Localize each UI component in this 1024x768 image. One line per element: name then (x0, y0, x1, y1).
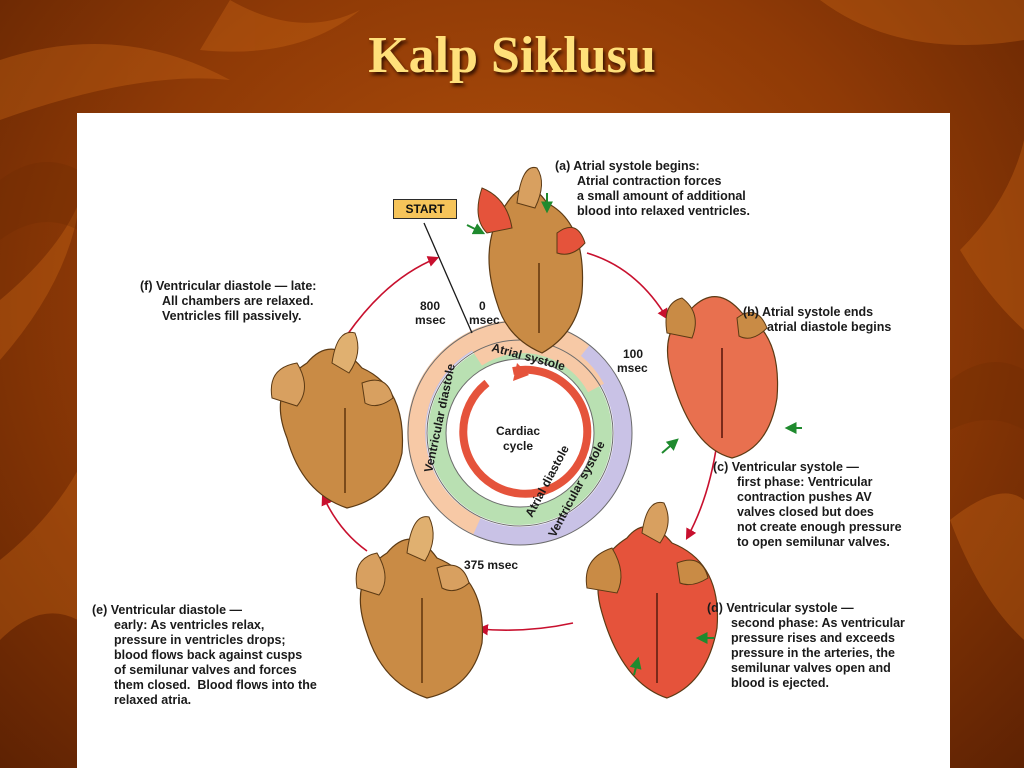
time-100-unit: msec (617, 361, 648, 375)
caption-d-body: second phase: As ventricular pressure ri… (731, 616, 905, 690)
center-cycle-arrow (459, 365, 592, 498)
caption-e-heading: (e) Ventricular diastole — (92, 603, 243, 617)
start-pointer-line (423, 222, 473, 334)
caption-a-heading: (a) Atrial systole begins: (555, 159, 700, 173)
time-0-unit: msec (469, 313, 500, 327)
cardiac-cycle-diagram: Atrial systole Ventricular diastole Atri… (77, 113, 950, 768)
arrow-a-to-b (586, 252, 669, 320)
caption-f-body: All chambers are relaxed. Ventricles fil… (162, 294, 314, 323)
time-800-value: 800 (420, 299, 440, 313)
heart-a (466, 166, 586, 354)
caption-f: (f) Ventricular diastole — late: All cha… (140, 279, 316, 324)
arrow-e-to-f (321, 493, 368, 552)
diagram-graphics: Atrial systole Ventricular diastole Atri… (270, 166, 802, 699)
time-100-value: 100 (623, 347, 643, 361)
caption-d: (d) Ventricular systole — second phase: … (707, 601, 905, 691)
center-label-line2: cycle (503, 439, 533, 453)
heart-d (585, 501, 719, 699)
caption-a: (a) Atrial systole begins: Atrial contra… (555, 159, 750, 219)
caption-f-heading: (f) Ventricular diastole — late: (140, 279, 317, 293)
start-label: START (393, 199, 457, 219)
caption-d-heading: (d) Ventricular systole — (707, 601, 854, 615)
caption-c-body: first phase: Ventricular contraction pus… (737, 475, 902, 549)
heart-e (355, 516, 484, 699)
arrow-b-to-c (685, 442, 718, 540)
heart-b (661, 296, 802, 459)
time-800-unit: msec (415, 313, 446, 327)
caption-b: (b) Atrial systole ends atrial diastole … (743, 305, 891, 335)
ring-outline-inner (445, 358, 595, 508)
caption-b-heading: (b) Atrial systole ends (743, 305, 874, 319)
caption-c-heading: (c) Ventricular systole — (713, 460, 859, 474)
cycle-arrows (321, 252, 718, 636)
caption-c: (c) Ventricular systole — first phase: V… (713, 460, 902, 550)
caption-a-body: Atrial contraction forces a small amount… (577, 174, 750, 218)
time-0-value: 0 (479, 299, 486, 313)
heart-f (270, 331, 404, 509)
caption-e: (e) Ventricular diastole — early: As ven… (92, 603, 317, 708)
arrow-d-to-e (476, 622, 574, 636)
slide-title: Kalp Siklusu (368, 27, 656, 84)
center-label-line1: Cardiac (496, 424, 540, 438)
caption-e-body: early: As ventricles relax, pressure in … (114, 618, 317, 707)
caption-b-body: atrial diastole begins (767, 320, 892, 334)
time-375-label: 375 msec (464, 558, 518, 572)
center-cycle-arrowhead (513, 363, 529, 381)
arrow-f-to-a (346, 256, 440, 336)
